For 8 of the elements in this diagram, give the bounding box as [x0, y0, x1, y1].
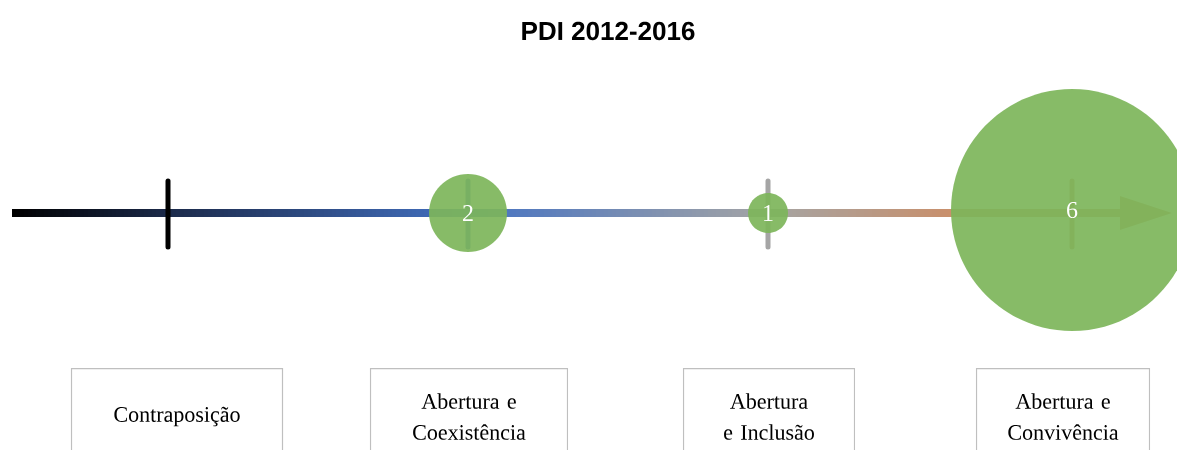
label-box: Abertura e Coexistência	[369, 368, 569, 450]
label-box: Abertura e Convivência	[975, 368, 1151, 450]
title: PDI 2012-2016	[522, 21, 695, 41]
label-box: Contraposição	[70, 368, 284, 450]
bubble: 6	[951, 89, 1177, 331]
label-box: Abertura e Inclusão	[682, 368, 856, 450]
bubble: 1	[748, 193, 788, 233]
bubble: 2	[429, 174, 507, 252]
